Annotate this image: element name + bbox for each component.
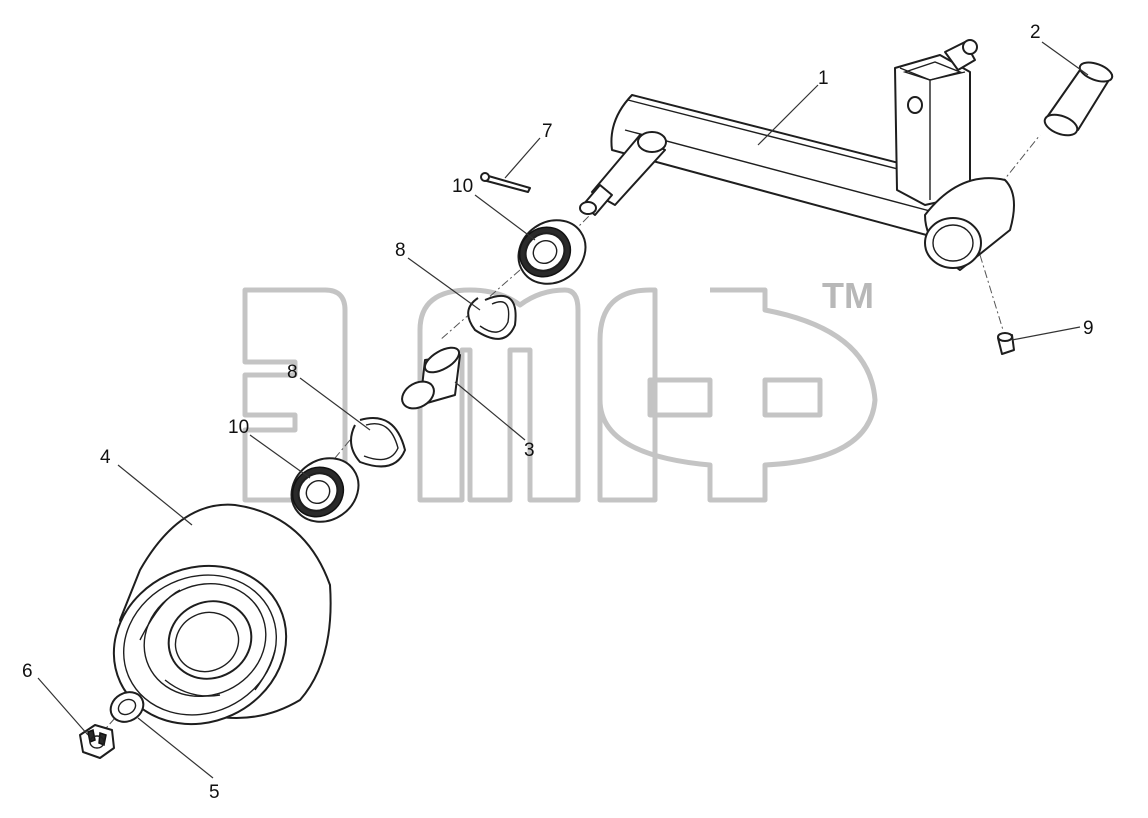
callout-5: 5 — [209, 782, 220, 803]
part-8-snap-ring-upper — [467, 295, 517, 340]
part-3-bushing — [401, 346, 461, 410]
watermark-logo: TM — [242, 275, 878, 503]
callout-8-lower: 8 — [287, 362, 298, 383]
callout-2: 2 — [1030, 22, 1041, 43]
leader-lines — [37, 41, 1089, 779]
part-2-sleeve — [1043, 61, 1114, 137]
callout-10-lower: 10 — [228, 417, 249, 438]
part-5-washer — [109, 691, 145, 723]
part-10-bearing-lower — [290, 457, 360, 523]
callout-9: 9 — [1083, 318, 1094, 339]
callout-4: 4 — [100, 447, 111, 468]
callout-10-upper: 10 — [452, 176, 473, 197]
part-9-grease-fitting — [997, 332, 1015, 355]
callout-6: 6 — [22, 661, 33, 682]
callout-labels: 1 2 3 4 5 6 7 8 8 9 10 10 — [22, 22, 1094, 803]
watermark-trademark: TM — [822, 275, 874, 316]
part-10-bearing-upper — [517, 219, 587, 285]
callout-3: 3 — [524, 440, 535, 461]
callout-1: 1 — [818, 68, 829, 89]
part-7-cotter-pin — [480, 172, 531, 193]
callout-8-upper: 8 — [395, 240, 406, 261]
part-8-snap-ring-lower — [350, 417, 406, 468]
callout-7: 7 — [542, 121, 553, 142]
part-6-castle-nut — [79, 724, 115, 759]
part-4-wheel — [112, 503, 332, 726]
part-1-swing-arm — [579, 39, 1015, 271]
